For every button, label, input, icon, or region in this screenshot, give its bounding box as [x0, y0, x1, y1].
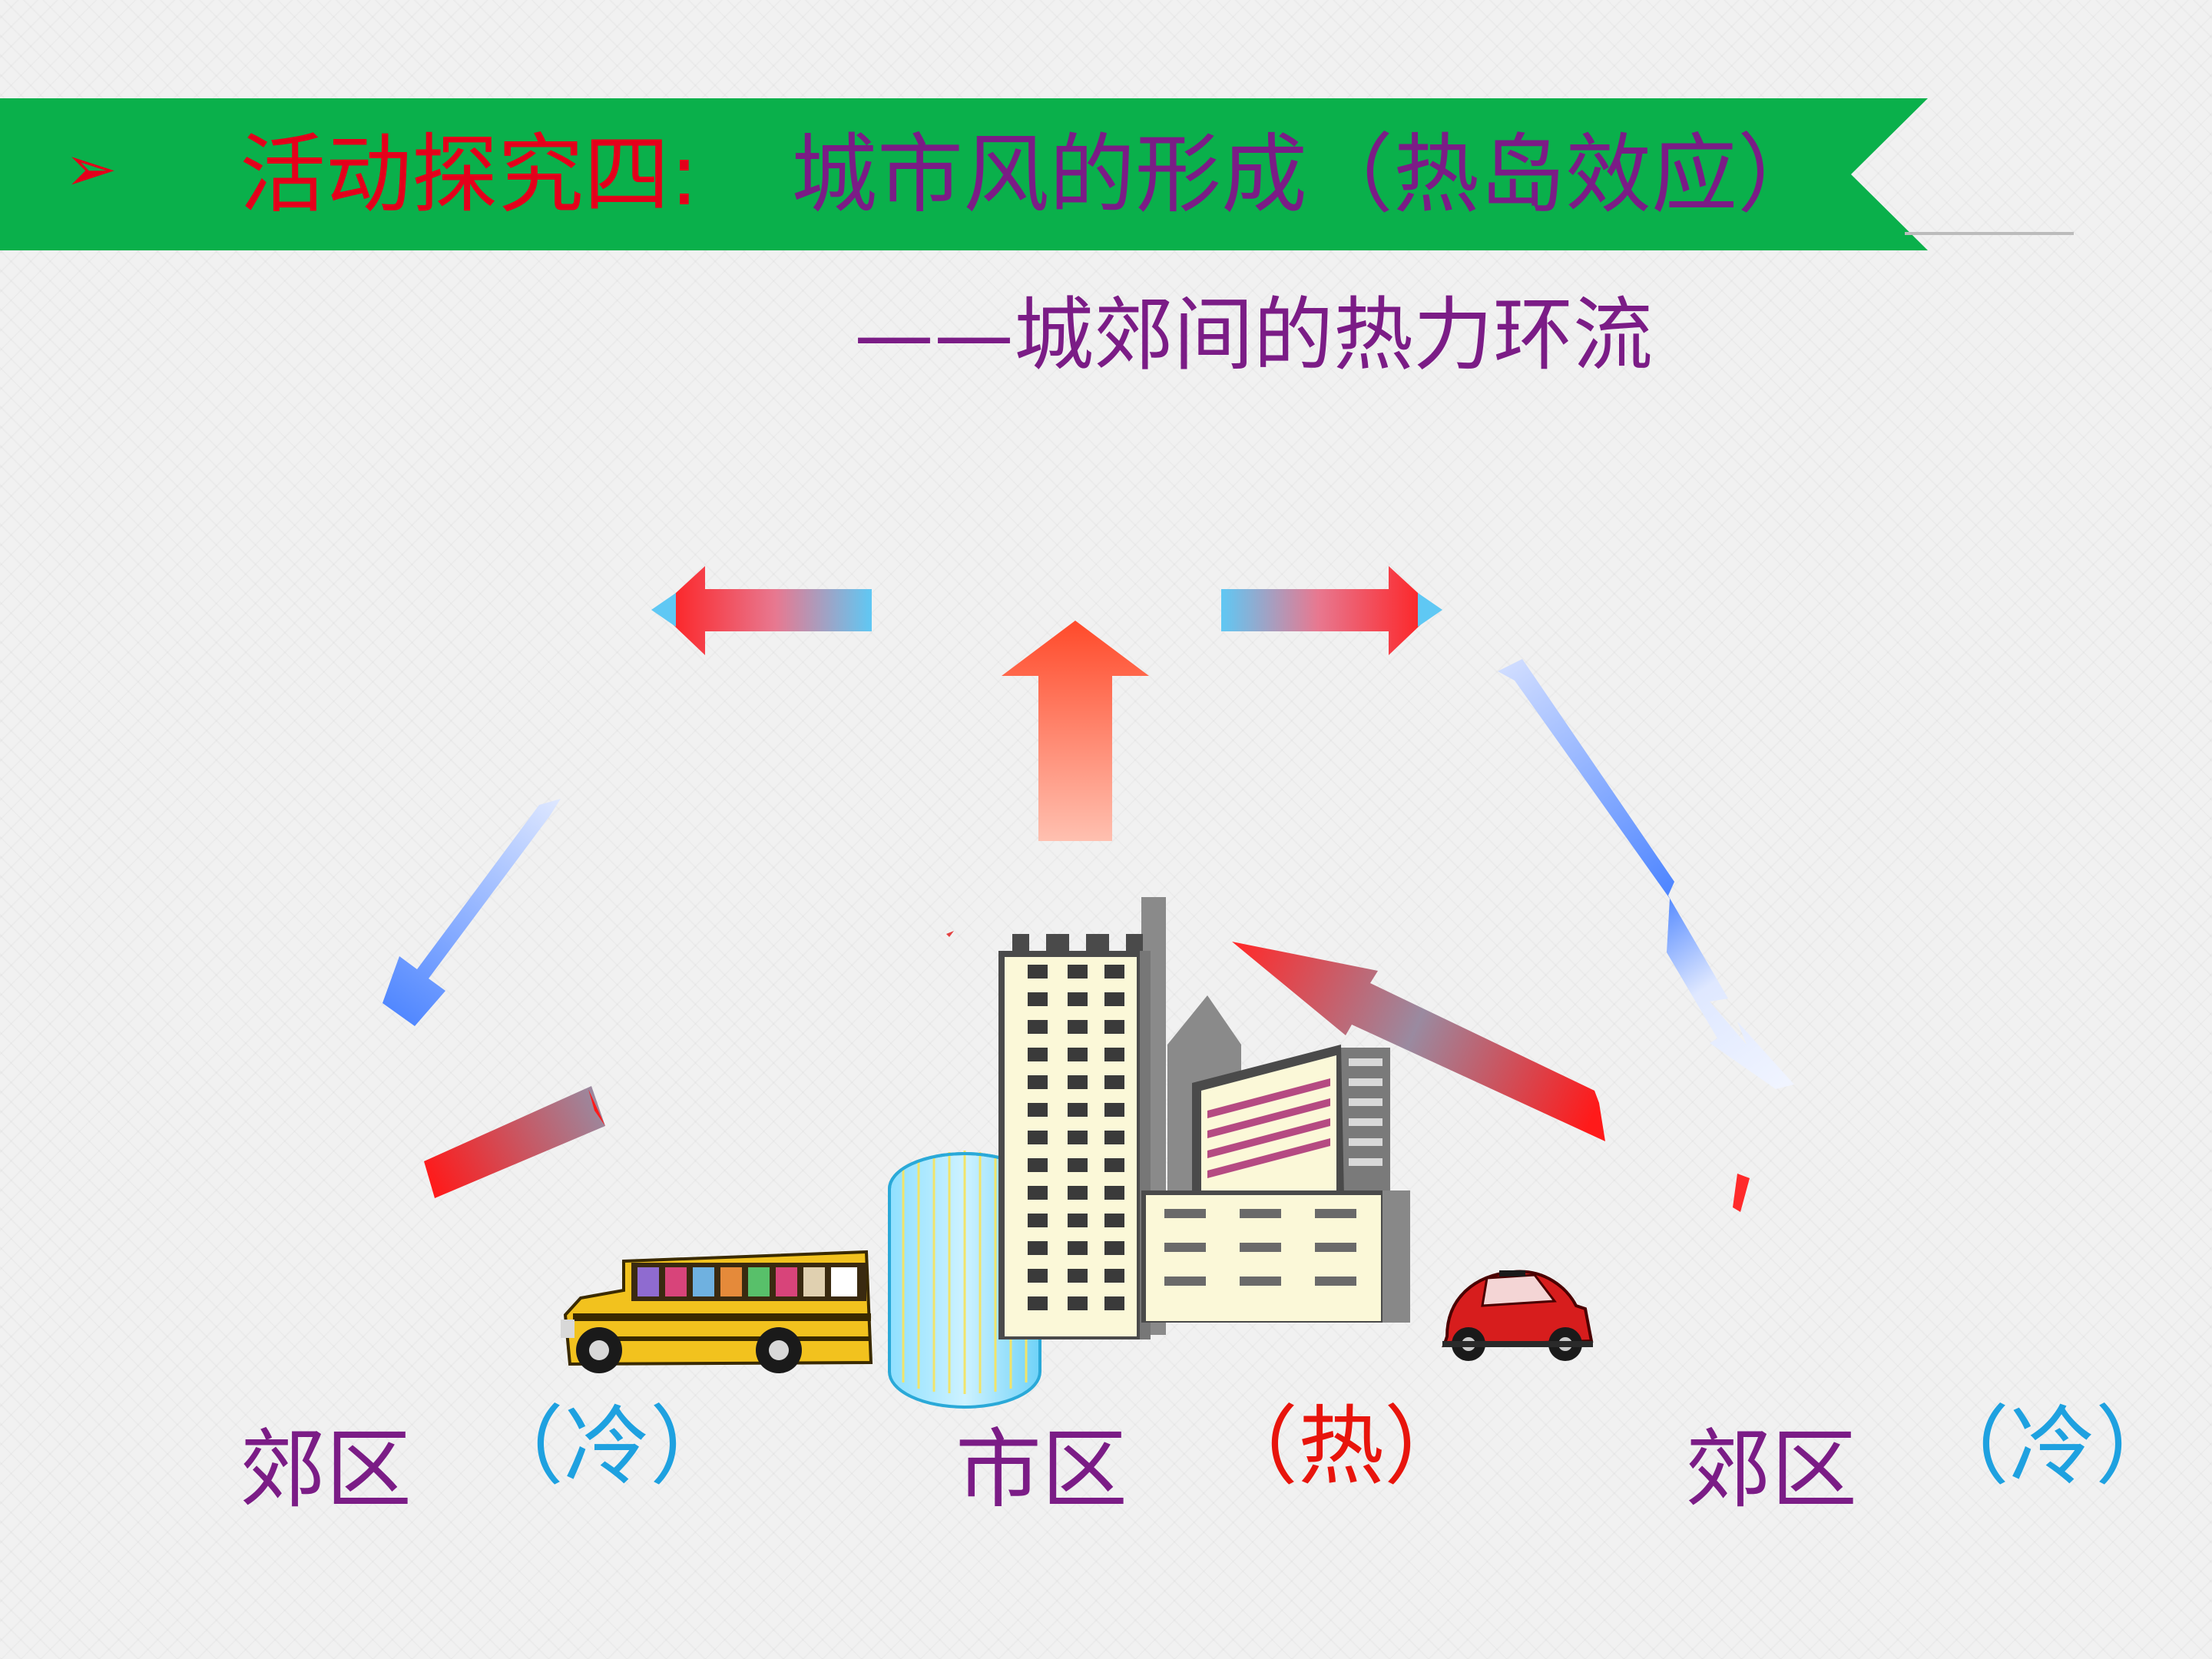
tower-window [1104, 1075, 1124, 1089]
tower-window [1068, 992, 1088, 1006]
tower-window [1068, 1103, 1088, 1117]
suburb-right-name: 郊区 [1685, 1420, 1857, 1520]
tower-window [1028, 1186, 1048, 1200]
tower-window [1068, 1075, 1088, 1089]
tower-window [1104, 1048, 1124, 1061]
tower-window [1104, 1103, 1124, 1117]
tower-window [1104, 992, 1124, 1006]
tower-window [1068, 1131, 1088, 1144]
tower-window [1028, 992, 1048, 1006]
tower-window [1028, 1020, 1048, 1034]
title-banner [0, 98, 1928, 250]
label-city-center: 市区（热） [955, 1404, 1470, 1513]
tower-window [1028, 1214, 1048, 1227]
tower-window [1068, 1020, 1088, 1034]
sinking-air-right-arrow [1498, 659, 1794, 1089]
tower-window [1104, 1158, 1124, 1172]
tower-window [1068, 1241, 1088, 1255]
low-building [1141, 1190, 1410, 1323]
upper-outflow-left-arrow [651, 566, 872, 655]
tower-window [1068, 1158, 1088, 1172]
tower-window [1104, 965, 1124, 979]
rising-air-arrow [1002, 621, 1149, 841]
tower-window [1068, 1269, 1088, 1283]
page-title: 城市风的形成（热岛效应） [791, 125, 1823, 225]
suburb-left-name: 郊区 [240, 1420, 412, 1520]
office-tower [998, 934, 1151, 1339]
suburb-left-temp: （冷） [478, 1397, 736, 1497]
red-car-icon [1442, 1270, 1594, 1361]
city-temp: （热） [1212, 1397, 1470, 1497]
tower-window [1104, 1269, 1124, 1283]
small-red-stub [1733, 1174, 1750, 1212]
small-red-tick [946, 931, 954, 937]
suburb-right-temp: （冷） [1923, 1397, 2181, 1497]
tower-window [1104, 1020, 1124, 1034]
tower-window [1028, 1103, 1048, 1117]
tower-window [1068, 1186, 1088, 1200]
tower-window [1104, 1296, 1124, 1310]
sinking-air-left-arrow [382, 799, 561, 1026]
tower-window [1028, 1048, 1048, 1061]
tower-window [1104, 1214, 1124, 1227]
label-suburb-right: 郊区（冷） [1685, 1404, 2181, 1513]
tower-window [1068, 965, 1088, 979]
city-buildings-icon [888, 897, 1410, 1409]
tower-window [1028, 1075, 1048, 1089]
tower-window [1028, 1131, 1048, 1144]
page-subtitle: ——城郊间的热力环流 [854, 288, 1654, 382]
tower-window [1068, 1296, 1088, 1310]
label-suburb-left: 郊区（冷） [240, 1404, 736, 1513]
tower-window [1028, 965, 1048, 979]
school-bus-icon [561, 1250, 873, 1373]
tower-window [1028, 1158, 1048, 1172]
tower-window [1104, 1241, 1124, 1255]
activity-label: 活动探究四: [240, 125, 699, 225]
tower-window [1068, 1048, 1088, 1061]
tower-window [1104, 1186, 1124, 1200]
tower-window [1028, 1241, 1048, 1255]
striped-building [1192, 1045, 1344, 1198]
surface-inflow-right-arrow [1232, 942, 1605, 1141]
tower-window [1068, 1214, 1088, 1227]
tower-window [1028, 1296, 1048, 1310]
tower-window [1028, 1269, 1048, 1283]
title-rule [1905, 232, 2074, 235]
upper-outflow-right-arrow [1221, 566, 1442, 655]
tower-window [1104, 1131, 1124, 1144]
surface-inflow-left-arrow [424, 1086, 605, 1198]
city-name: 市区 [955, 1420, 1128, 1520]
bullet-arrow-icon: ➢ [65, 133, 118, 206]
